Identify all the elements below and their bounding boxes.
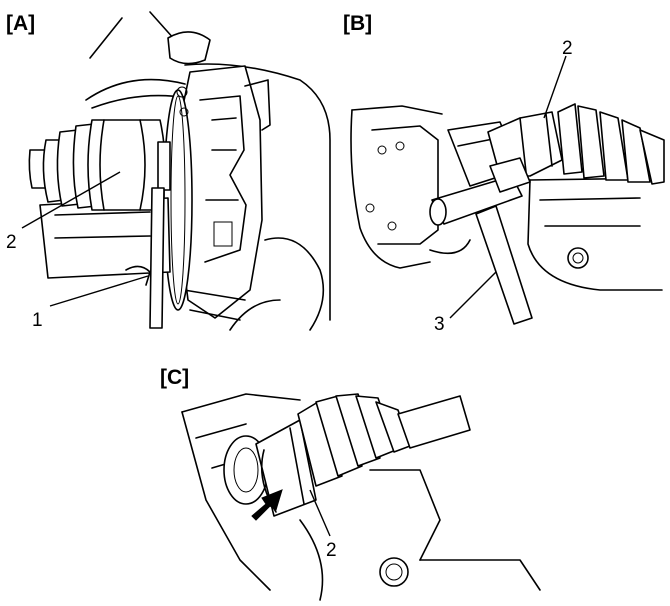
panel-c: [C] 2 <box>160 366 541 601</box>
panel-b: [B] 2 <box>343 12 665 335</box>
panel-c-label: [C] <box>160 366 189 389</box>
panel-a-callout-2: 2 <box>6 232 17 253</box>
panel-c-callout-2: 2 <box>326 540 337 561</box>
panel-a: [A] <box>6 11 331 331</box>
panel-b-label: [B] <box>343 12 372 35</box>
panel-a-callout-1: 1 <box>32 310 43 331</box>
panel-b-callout-2: 2 <box>562 38 573 59</box>
panel-a-label: [A] <box>6 12 35 35</box>
panel-b-callout-3: 3 <box>434 314 445 335</box>
arrow-icon <box>251 489 283 521</box>
